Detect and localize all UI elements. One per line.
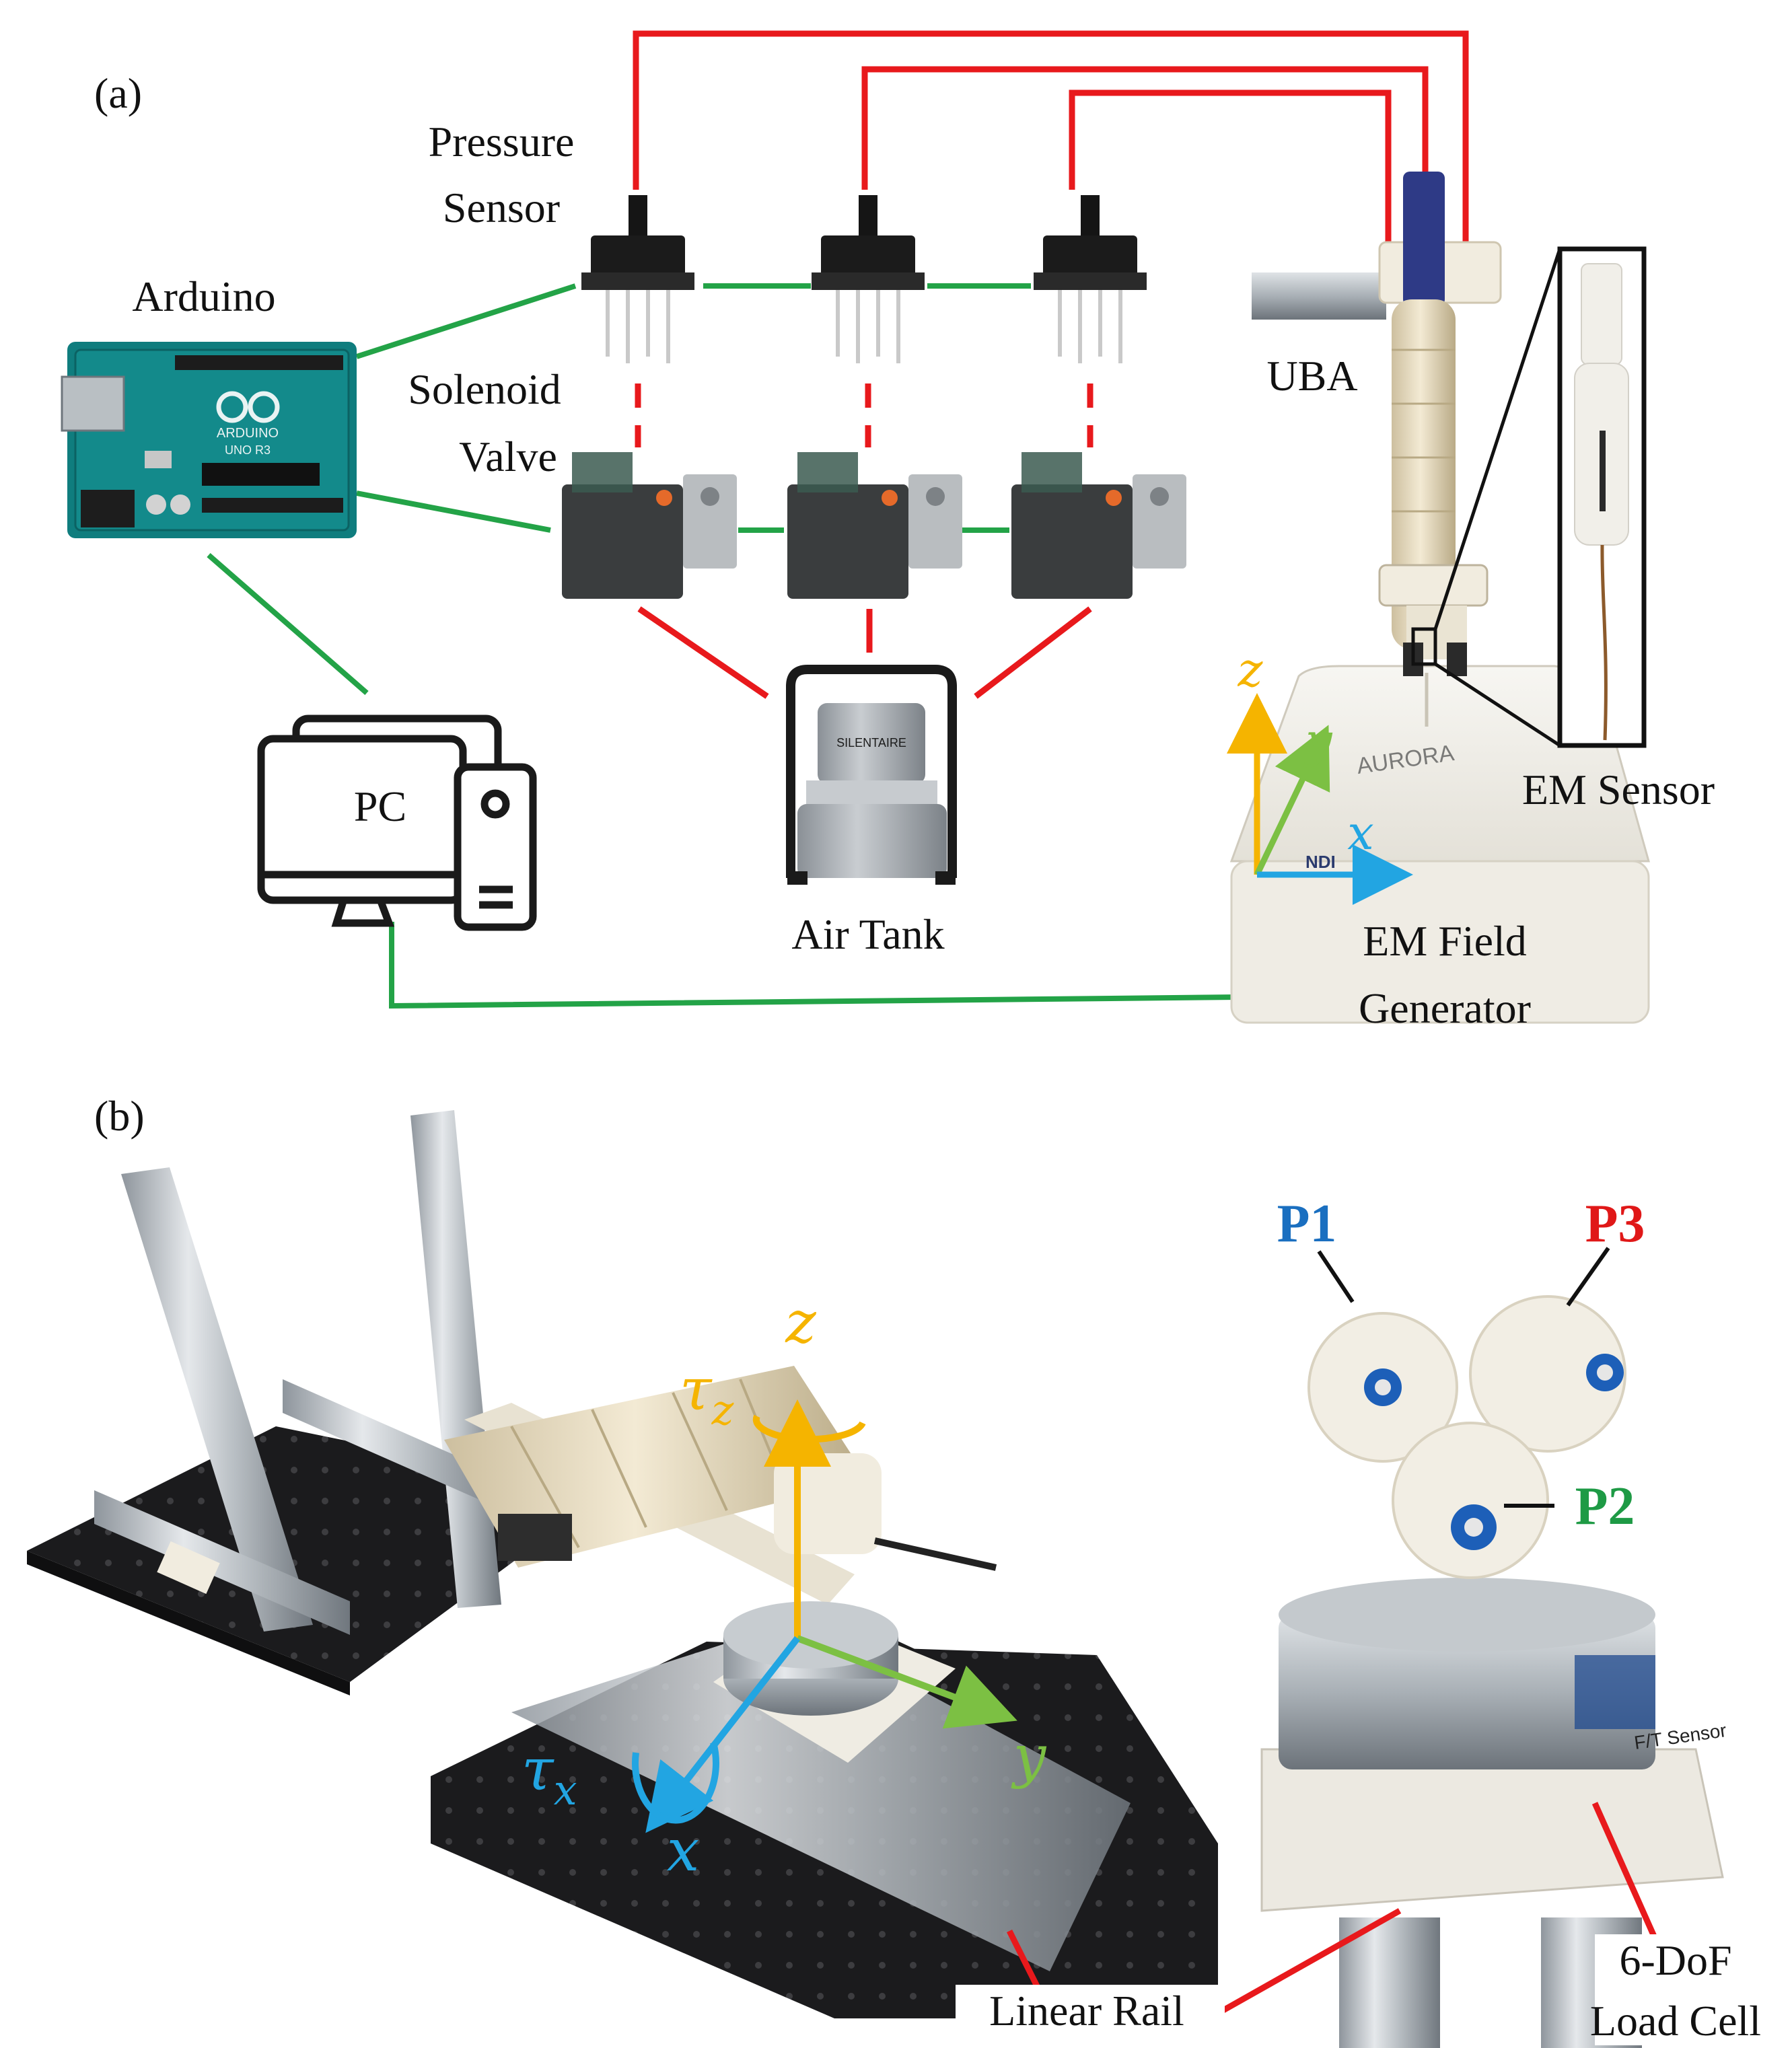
em-sensor-inset-icon <box>1433 246 1647 748</box>
pressure-sensor-icon <box>581 195 694 363</box>
panel-a-axes <box>1227 693 1413 905</box>
load-cell-label-bg <box>1595 1934 1777 2045</box>
panel-b-axis-x: x <box>667 1817 700 1885</box>
panel-b-axis-y: y <box>1011 1723 1047 1790</box>
red-tank-lines <box>637 606 1092 699</box>
air-tank-brand-text: SILENTAIRE <box>836 736 906 749</box>
pressure-sensor-icon <box>812 195 925 363</box>
load-cell-closeup-icon: F/T Sensor <box>1260 1295 1727 2048</box>
air-tank-label: Air Tank <box>791 910 944 958</box>
linear-rail-label: Linear Rail <box>989 1987 1184 2035</box>
port-p3-label: P3 <box>1585 1194 1645 1253</box>
arduino-board-icon: ARDUINO UNO R3 <box>61 342 357 538</box>
panel-a-label: (a) <box>94 69 142 117</box>
generator-label-line1: EM Field <box>1363 917 1527 965</box>
red-sensor-valve-dashes <box>635 383 1094 447</box>
pressure-sensor-icon <box>1034 195 1147 363</box>
generator-label-line2: Generator <box>1359 984 1531 1032</box>
panel-a-axis-x: x <box>1347 805 1373 861</box>
panel-b-tau-x: τx <box>522 1736 577 1815</box>
load-cell-label-line1: 6-DoF <box>1619 1936 1731 1984</box>
green-data-lines <box>207 283 1239 1009</box>
solenoid-label-line1: Solenoid <box>408 365 561 413</box>
panel-a: (a) Ard <box>61 30 1715 1032</box>
panel-a-axis-z: z <box>1238 643 1264 698</box>
panel-a-axis-y: y <box>1303 713 1333 768</box>
tau-x-symbol: τ <box>522 1736 554 1804</box>
pressure-label-line1: Pressure <box>429 118 575 166</box>
panel-b-label: (b) <box>94 1092 145 1140</box>
pressure-label-line2: Sensor <box>443 184 560 231</box>
air-compressor-icon: SILENTAIRE <box>786 665 957 885</box>
load-cell-label-line2: Load Cell <box>1590 1997 1761 2045</box>
tau-z-subscript: z <box>711 1385 734 1434</box>
generator-logo-text: NDI <box>1305 852 1336 872</box>
port-leader-lines <box>1317 1247 1610 1508</box>
port-p1-label: P1 <box>1277 1194 1337 1253</box>
arduino-model-text: UNO R3 <box>225 443 271 457</box>
solenoid-label-line2: Valve <box>459 433 557 480</box>
panel-b-tau-z: τz <box>680 1356 734 1434</box>
panel-b-axes <box>631 1399 1017 1833</box>
tau-z-symbol: τ <box>680 1356 713 1424</box>
red-pressure-lines <box>633 30 1469 266</box>
solenoid-valve-icon <box>787 452 962 599</box>
uba-actuator-icon <box>1252 172 1502 727</box>
solenoid-valve-icon <box>562 452 737 599</box>
port-p2-label: P2 <box>1575 1477 1635 1536</box>
arduino-logo-text: ARDUINO <box>217 426 279 441</box>
em-sensor-label: EM Sensor <box>1522 766 1715 813</box>
pc-label: PC <box>354 782 406 830</box>
arduino-label: Arduino <box>132 272 275 320</box>
uba-label: UBA <box>1266 352 1357 400</box>
annotation-leader-lines <box>1006 1802 1665 2020</box>
pc-tower-icon <box>454 763 537 931</box>
tau-x-subscript: x <box>554 1765 577 1815</box>
panel-b: (b) <box>27 1092 1777 2048</box>
load-cell-center-icon <box>713 1601 956 1763</box>
solenoid-valve-icon <box>1011 452 1186 599</box>
em-field-generator-icon: AURORA NDI <box>1229 665 1650 1024</box>
panel-b-axis-z: z <box>785 1289 816 1356</box>
linear-rail-label-bg <box>956 1985 1225 2039</box>
right-optical-table-icon <box>431 1621 1218 2018</box>
